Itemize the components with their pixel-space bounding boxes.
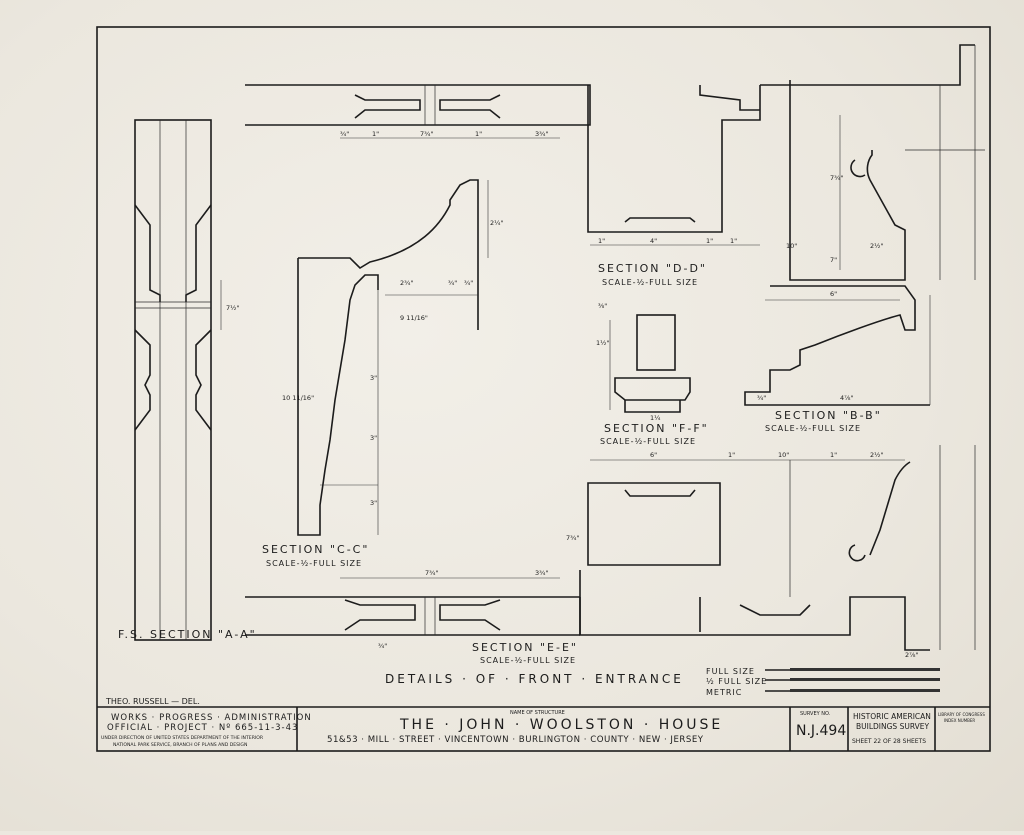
agency-line-4: NATIONAL PARK SERVICE, BRANCH OF PLANS A… [113,742,247,748]
dim-dd-r-10: 10" [786,242,797,250]
dim-top-7-3-4: 7¾" [420,130,433,138]
drawn-by: THEO. RUSSELL — DEL. [105,697,200,706]
scale-metric-label: METRIC [706,688,742,697]
main-title: DETAILS · OF · FRONT · ENTRANCE [385,672,684,686]
scale-half-label: ½ FULL SIZE [706,677,767,686]
section-dd-right-drawing [760,44,985,281]
section-ee-right-drawing [579,445,976,651]
dim-ee-3-3-4: 3¾" [535,569,548,577]
section-cc-label: SECTION "C-C" [262,543,369,556]
dim-dd-1: 1" [598,237,605,245]
dim-ee-r-1: 1" [728,451,735,459]
dim-top-3-4: ¾" [340,130,349,138]
sheet-border [96,26,991,752]
section-bb-drawing [744,285,931,406]
dim-cc-2-1-4: 2¼" [490,219,503,227]
dim-ff-1-1-2: 1½" [596,339,609,347]
section-top-band-drawing [245,84,591,139]
section-ee-scale: SCALE-½-FULL SIZE [480,656,576,665]
dim-ee-r-2-1-2: 2½" [870,451,883,459]
section-cc-scale: SCALE-½-FULL SIZE [266,559,362,568]
dim-cc-10-11-16: 10 11/16" [282,394,314,402]
address-line: 51&53 · MILL · STREET · VINCENTOWN · BUR… [327,735,704,745]
dim-ee-r-6: 6" [650,451,657,459]
section-dd-drawing [587,85,761,246]
dim-ff-1-1-4: 1¼ [650,414,661,422]
section-dd-label: SECTION "D-D" [598,262,707,275]
section-ff-scale: SCALE-½-FULL SIZE [600,437,696,446]
hab-line-1: HISTORIC AMERICAN [853,712,931,721]
dim-cc-3-4: ¾" [448,279,457,287]
dim-aa-7-1-2: 7½" [226,304,239,312]
dim-dd-r-7: 7" [830,256,837,264]
dim-bb-4-7-8: 4⅞" [840,394,853,402]
dim-dd-r-7-3-4: 7¾" [830,174,843,182]
dim-ee-r-7-3-4: 7¾" [566,534,579,542]
section-dd-scale: SCALE-½-FULL SIZE [602,278,698,287]
agency-line-2: OFFICIAL · PROJECT · Nº 665-11-3-43 [107,723,298,733]
sheet-number: SHEET 22 OF 28 SHEETS [852,738,926,745]
dim-dd-1b: 1" [706,237,713,245]
dim-cc-2-3-4: 2¾" [400,279,413,287]
section-ff-label: SECTION "F-F" [604,422,709,435]
survey-number: N.J.494 [796,723,846,739]
structure-name: THE · JOHN · WOOLSTON · HOUSE [399,717,723,733]
section-ff-drawing [609,314,691,413]
dim-ee-r-2-7-8: 2⅞" [905,651,918,659]
dim-ee-7-3-4: 7¾" [425,569,438,577]
section-bb-scale: SCALE-½-FULL SIZE [765,424,861,433]
agency-line-3: UNDER DIRECTION OF UNITED STATES DEPARTM… [101,735,264,741]
section-ee-drawing [245,577,581,636]
dim-cc-3c: 3" [370,499,377,507]
dim-bb-3-4: ¾" [757,394,766,402]
survey-label: SURVEY NO. [800,711,831,717]
dim-bb-6: 6" [830,290,837,298]
dim-dd-1c: 1" [730,237,737,245]
dim-cc-3: 3" [370,374,377,382]
dim-dd-r-2-1-2: 2½" [870,242,883,250]
dim-ff-3-8: ⅜" [598,302,607,310]
dim-dd-4: 4" [650,237,657,245]
section-bb-label: SECTION "B-B" [775,409,882,422]
dim-top-3-3-4: 3¾" [535,130,548,138]
dim-cc-3b: 3" [370,434,377,442]
dim-ee-3-4: ¾" [378,642,387,650]
dim-top-1b: 1" [475,130,482,138]
graphic-scales [765,668,940,692]
dim-cc-9-11-16: 9 11/16" [400,314,428,322]
dim-ee-r-1b: 1" [830,451,837,459]
hab-line-2: BUILDINGS SURVEY [856,722,929,731]
section-aa-drawing [134,119,222,641]
agency-line-1: WORKS · PROGRESS · ADMINISTRATION [111,713,312,723]
dim-cc-3-4b: ¾" [464,279,473,287]
section-cc-drawing [297,179,489,536]
loc-line-1: LIBRARY OF CONGRESS [938,712,985,717]
loc-line-2: INDEX NUMBER [944,718,975,723]
dim-ee-r-10: 10" [778,451,789,459]
section-aa-label: F.S. SECTION "A-A" [118,628,257,641]
scale-full-label: FULL SIZE [706,667,755,676]
name-label: NAME OF STRUCTURE [510,710,565,716]
section-ee-label: SECTION "E-E" [472,641,578,654]
dim-top-1: 1" [372,130,379,138]
